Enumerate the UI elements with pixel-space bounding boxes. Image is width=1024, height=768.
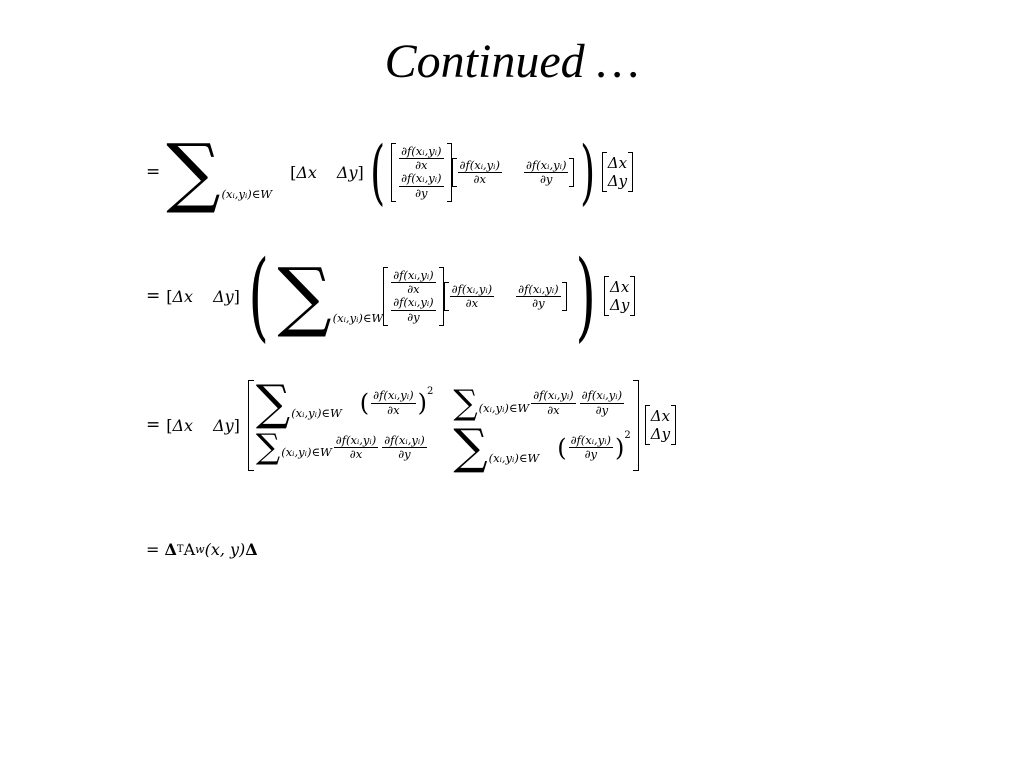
column-vector: Δx Δy <box>604 276 636 317</box>
delta-vector: Δ <box>245 540 258 559</box>
delta-vector: Δ <box>164 540 177 559</box>
sum-index: (xᵢ,yᵢ)∈W <box>332 310 384 325</box>
transpose-mark: T <box>176 544 184 555</box>
structure-matrix: ∑(xᵢ,yᵢ)∈W (∂f(xᵢ,yᵢ)∂x)2 ∑(xᵢ,yᵢ)∈W ∂f(… <box>247 375 639 476</box>
equals-sign: = <box>146 162 161 183</box>
right-paren: ) <box>575 240 596 352</box>
left-paren: ( <box>369 131 385 214</box>
left-paren: ( <box>248 240 269 352</box>
right-paren: ) <box>580 131 596 214</box>
gradient-row: ∂f(xᵢ,yᵢ)∂x ∂f(xᵢ,yᵢ)∂y <box>451 157 575 188</box>
matrix-a: A <box>183 540 196 559</box>
column-vector: Δx Δy <box>644 405 677 446</box>
sum-symbol: ∑ <box>277 251 332 340</box>
gradient-row: ∂f(xᵢ,yᵢ)∂x ∂f(xᵢ,yᵢ)∂y <box>443 281 567 312</box>
matrix-cell-11: ∑(xᵢ,yᵢ)∈W (∂f(xᵢ,yᵢ)∂x)2 <box>255 375 434 431</box>
summation: ∑ (xᵢ,yᵢ)∈W <box>166 127 273 216</box>
matrix-cell-12: ∑(xᵢ,yᵢ)∈W ∂f(xᵢ,yᵢ)∂x ∂f(xᵢ,yᵢ)∂y <box>453 382 625 423</box>
equals-sign: = <box>146 286 161 307</box>
column-vector: Δx Δy <box>601 152 634 193</box>
gradient-column: ∂f(xᵢ,yᵢ)∂x ∂f(xᵢ,yᵢ)∂y <box>383 266 445 326</box>
equals-sign: = <box>146 540 165 559</box>
summation: ∑ (xᵢ,yᵢ)∈W <box>277 251 384 340</box>
window-subscript: w <box>195 543 205 556</box>
arguments: (x, y) <box>204 540 246 559</box>
matrix-cell-22: ∑(xᵢ,yᵢ)∈W (∂f(xᵢ,yᵢ)∂y)2 <box>453 419 631 476</box>
sum-index: (xᵢ,yᵢ)∈W <box>221 186 273 201</box>
matrix-cell-21: ∑(xᵢ,yᵢ)∈W ∂f(xᵢ,yᵢ)∂x ∂f(xᵢ,yᵢ)∂y <box>255 426 427 467</box>
sum-symbol: ∑ <box>166 127 221 216</box>
slide-title: Continued … <box>384 35 640 88</box>
gradient-column: ∂f(xᵢ,yᵢ)∂x ∂f(xᵢ,yᵢ)∂y <box>391 142 452 202</box>
equals-sign: = <box>146 415 161 436</box>
